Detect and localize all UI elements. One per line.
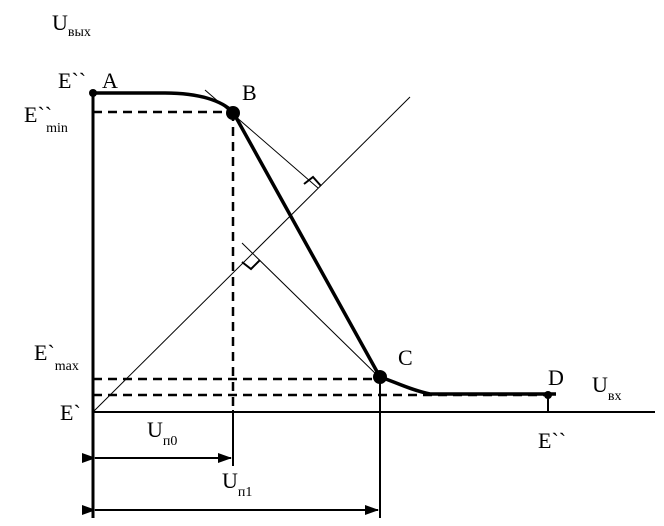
unity-gain-line	[92, 96, 411, 413]
y-axis-label: Uвых	[52, 10, 91, 40]
e-low-label: E`	[60, 400, 81, 425]
x-axis-label: Uвх	[592, 372, 622, 404]
e-high-label: E``	[58, 68, 86, 93]
e-low-max-label: E`max	[34, 340, 79, 374]
u-p0-label: Uп0	[147, 417, 177, 449]
point-d-label: D	[548, 365, 564, 390]
point-b-dot	[226, 106, 240, 120]
point-c-label: C	[398, 345, 413, 370]
point-c-dot	[373, 370, 387, 384]
e-high-x-label: E``	[538, 428, 566, 453]
tangent-line-c	[241, 242, 381, 379]
right-angle-mark-lower	[241, 259, 261, 271]
point-b-label: B	[242, 80, 257, 105]
right-angle-mark-upper	[303, 175, 322, 187]
point-a-dot	[89, 89, 97, 97]
u-p1-label: Uп1	[222, 468, 252, 500]
e-high-min-label: E``min	[24, 102, 68, 136]
point-a-label: A	[102, 68, 118, 93]
transfer-curve	[93, 91, 556, 396]
